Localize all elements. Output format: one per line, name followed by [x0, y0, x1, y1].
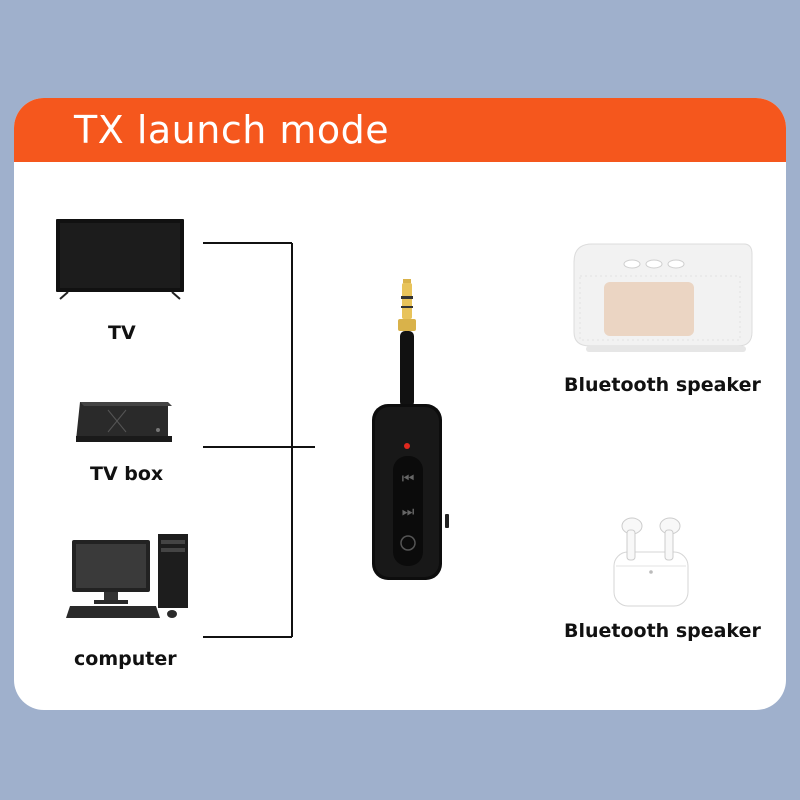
tv-box-icon [76, 402, 172, 442]
tv-label: TV [108, 322, 136, 344]
speaker-label: Bluetooth speaker [564, 374, 761, 396]
computer-label: computer [74, 648, 177, 670]
computer-icon [66, 534, 188, 618]
svg-text:⏭: ⏭ [402, 504, 415, 520]
connector-lines [203, 242, 315, 638]
earbuds-icon [613, 517, 689, 607]
tv-icon [56, 219, 184, 300]
earbuds-label: Bluetooth speaker [564, 620, 761, 642]
bluetooth-transmitter-icon: ⏮ ⏭ [372, 279, 449, 580]
smart-speaker-icon [573, 243, 753, 352]
banner-title: TX launch mode [74, 108, 390, 152]
svg-text:⏮: ⏮ [402, 471, 415, 487]
tv-box-label: TV box [90, 463, 164, 485]
title-banner: TX launch mode [14, 98, 786, 162]
